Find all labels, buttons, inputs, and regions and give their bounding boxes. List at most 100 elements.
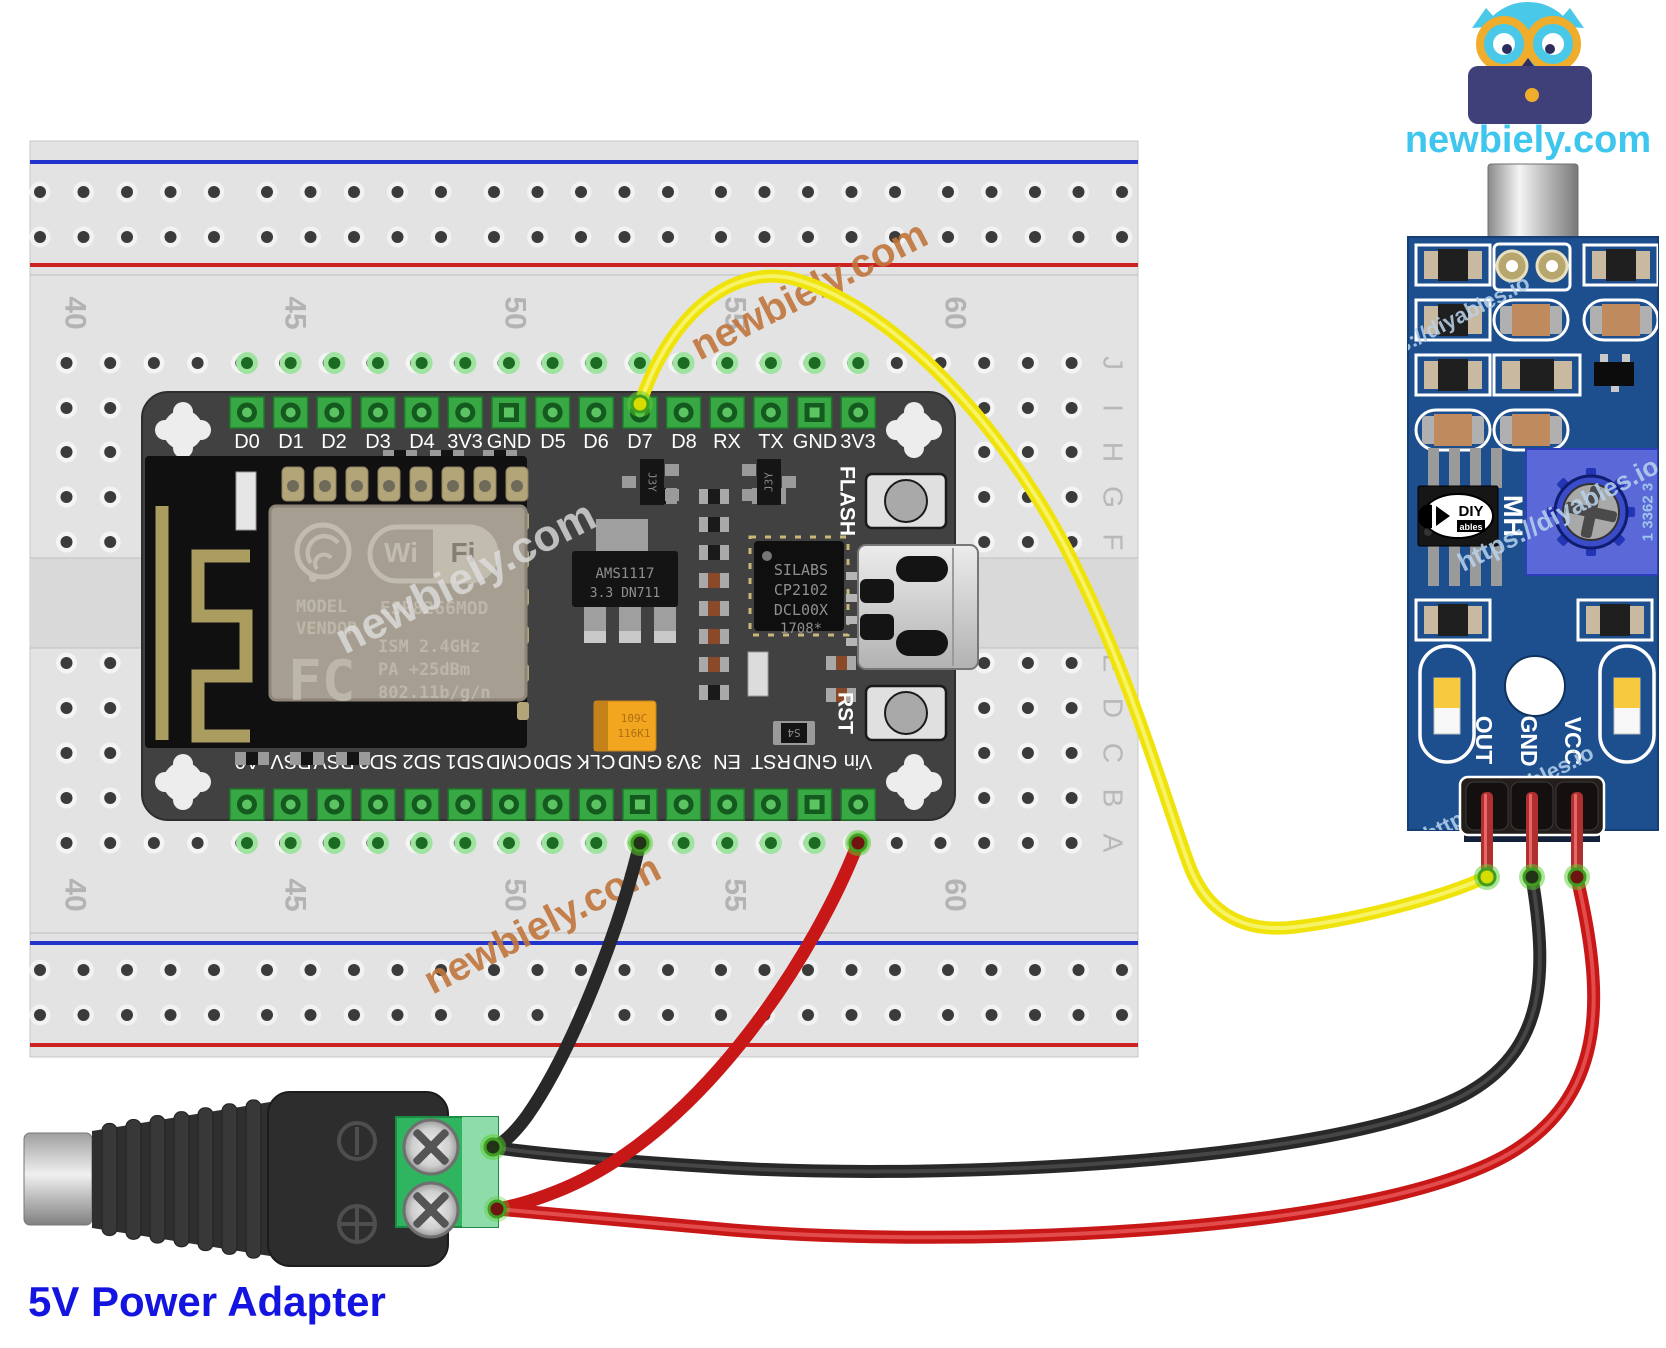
- status-leds: [1433, 677, 1641, 735]
- wire-power-red: [489, 836, 1601, 1244]
- svg-text:DCL00X: DCL00X: [774, 601, 828, 619]
- wifi-logo-icon: [294, 522, 352, 582]
- shield-pa-text: PA +25dBm: [378, 660, 470, 680]
- pin-label: D4: [409, 431, 435, 453]
- column-number: 55: [719, 878, 752, 911]
- polarity-plus-icon: [337, 1204, 377, 1244]
- shield-ism-text: ISM 2.4GHz: [378, 637, 480, 657]
- row-letter: B: [1098, 789, 1129, 808]
- svg-text:S4: S4: [787, 726, 801, 739]
- row-letter: D: [1098, 698, 1129, 718]
- bottom-rail-blue-line: [30, 941, 1138, 945]
- sensor-pin-label-vcc: VCC: [1560, 717, 1586, 766]
- pin-label: GND: [793, 431, 837, 453]
- reset-button-label: RST: [834, 692, 857, 734]
- svg-text:SILABS: SILABS: [774, 561, 828, 579]
- mounting-holes: [155, 402, 942, 810]
- flash-button-label: FLASH: [836, 466, 859, 536]
- dc-plug-tip: [23, 1132, 93, 1226]
- shield-vendor-text: VENDOR: [296, 619, 358, 639]
- column-number: 40: [59, 878, 92, 911]
- transistor: [640, 459, 664, 505]
- polarity-minus-icon: [337, 1121, 377, 1161]
- svg-text:CP2102: CP2102: [774, 581, 828, 599]
- pin-label: RX: [713, 431, 741, 453]
- top-rail-blue-line: [30, 160, 1138, 164]
- pin-label: RST: [751, 750, 791, 772]
- pin-label: 3V3: [666, 750, 702, 772]
- pin-label: D1: [278, 431, 304, 453]
- breadboard-row-letters: J I H G F E D C B A: [1098, 356, 1129, 853]
- row-letter: C: [1098, 743, 1129, 763]
- smd-resistors: [1424, 249, 1650, 636]
- tantalum-capacitor: 109C 116K1: [593, 700, 657, 752]
- breadboard-connected-holes: [236, 352, 870, 854]
- row-letter: A: [1098, 834, 1129, 853]
- breadboard-rail-holes: [29, 181, 1133, 1026]
- microphone: [1487, 163, 1579, 239]
- shield-standard-text: 802.11b/g/n: [378, 683, 491, 703]
- wire-signal-yellow: [633, 269, 1491, 935]
- dc-plug-ribs: [101, 1099, 262, 1259]
- reset-button: [864, 684, 948, 742]
- sensor-pin-label-out: OUT: [1471, 716, 1497, 765]
- nodemcu-board: D0 D1 D2 D3 D4 3V3 GND D5 D6 D7 D8 RX TX…: [141, 391, 979, 821]
- pin-label: D6: [583, 431, 609, 453]
- newbiely-logo: newbiely.com: [1405, 2, 1651, 161]
- pin-label: GND: [487, 431, 531, 453]
- nodemcu-bottom-pin-labels: A0 RSV RSV SD3 SD2 SD1 CMD SD0 CLK GND 3…: [235, 750, 873, 772]
- comparator-ic: DIY ables: [1417, 448, 1502, 586]
- brand-text: newbiely.com: [1405, 119, 1651, 161]
- pin-label: GND: [793, 750, 837, 772]
- pin-label: CMD: [486, 750, 532, 772]
- wires: [480, 269, 1601, 1244]
- top-rail-red-line: [30, 263, 1138, 267]
- column-number: 45: [279, 878, 312, 911]
- column-number: 45: [279, 296, 312, 329]
- column-number: 55: [719, 296, 752, 329]
- smd-capacitors: [1422, 304, 1652, 446]
- breadboard-column-numbers: 40 45 50 55 60 40 45 50 55 60: [59, 296, 972, 911]
- flash-button: [864, 472, 948, 530]
- pin-label: SD0: [534, 750, 573, 772]
- row-letter: G: [1098, 486, 1129, 508]
- pin-label: CLK: [576, 750, 616, 772]
- bottom-rail-red-line: [30, 1043, 1138, 1047]
- shield-model-text: MODEL: [296, 597, 347, 617]
- transistors: J3Y J3Y: [622, 459, 796, 505]
- svg-text:Wi: Wi: [384, 537, 418, 568]
- sensor-pin-header: [1458, 775, 1606, 878]
- potentiometer: 1 3362 3: [1525, 448, 1658, 576]
- pin-label: D2: [321, 431, 347, 453]
- svg-text:J3Y: J3Y: [763, 472, 776, 492]
- usb-uart-chip: SILABS CP2102 DCL00X 1708*: [748, 535, 850, 637]
- nodemcu-pin-pads: [229, 396, 876, 821]
- column-number: 50: [499, 296, 532, 329]
- row-letter: J: [1098, 356, 1129, 370]
- svg-text:116K1: 116K1: [617, 727, 650, 740]
- smd-component: [235, 471, 257, 531]
- row-letter: I: [1098, 404, 1129, 412]
- row-letter: F: [1098, 533, 1129, 550]
- pin-label: SD1: [446, 750, 485, 772]
- svg-text:AMS1117: AMS1117: [595, 566, 654, 582]
- pin-label: D7: [627, 431, 653, 453]
- power-adapter: 5V Power Adapter: [23, 1091, 499, 1325]
- wifi-wordmark: Wi Fi: [367, 524, 499, 584]
- svg-text:Fi: Fi: [451, 537, 476, 568]
- pin-label: GND: [618, 750, 662, 772]
- svg-text:J3Y: J3Y: [646, 472, 659, 492]
- mounting-hole: [1504, 655, 1566, 717]
- silkscreen-outlines: [1414, 242, 1658, 764]
- sot23-transistor: [1594, 354, 1634, 392]
- pin-label: D8: [671, 431, 697, 453]
- esp8266-module: Wi Fi MODEL VENDOR ESP8266MOD FC ISM 2.4…: [145, 456, 529, 748]
- column-number: 60: [939, 296, 972, 329]
- diode-s4: S4: [773, 721, 815, 745]
- pin-label: Vin: [844, 750, 873, 772]
- pin-label: D0: [234, 431, 260, 453]
- transistor: [757, 459, 781, 505]
- svg-text:3.3 DN711: 3.3 DN711: [590, 586, 660, 601]
- microphone-pads: [1495, 249, 1569, 283]
- power-adapter-label: 5V Power Adapter: [28, 1278, 386, 1325]
